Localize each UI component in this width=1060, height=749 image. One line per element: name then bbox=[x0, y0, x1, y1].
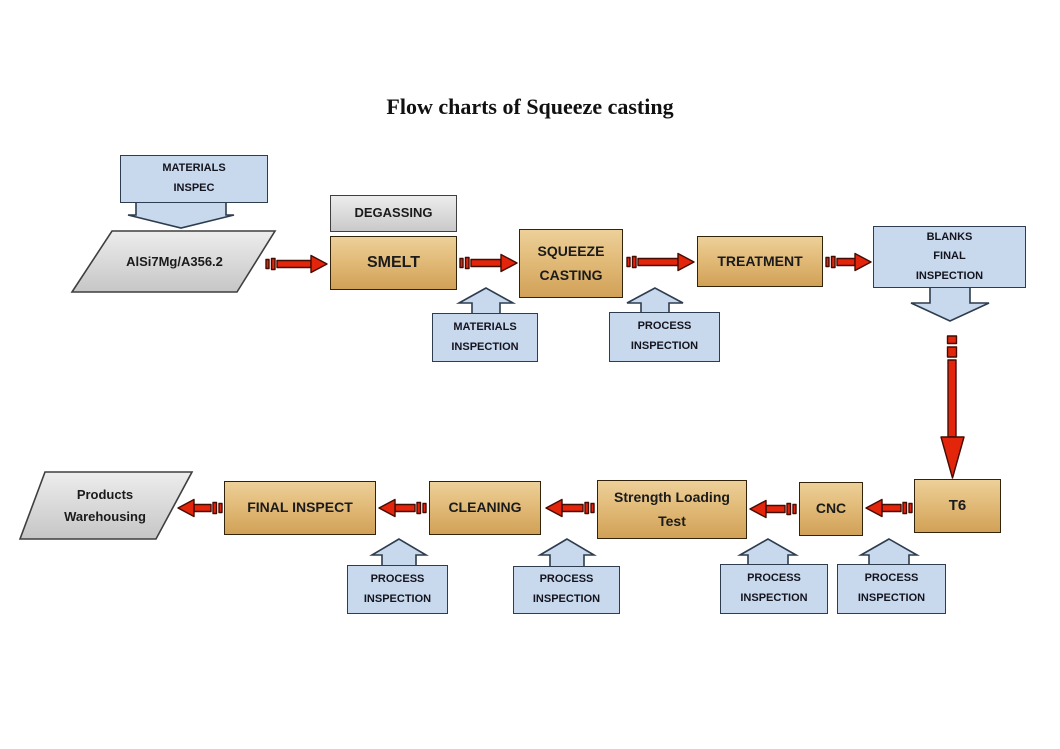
products-warehousing-parallelogram bbox=[18, 471, 194, 540]
inspection-arrow-3 bbox=[736, 538, 800, 566]
materials-inspection-label: MATERIALS INSPECTION bbox=[451, 320, 519, 353]
inspection-arrow-4 bbox=[857, 538, 921, 566]
inspection-arrow-process-top bbox=[626, 287, 684, 314]
process-inspection-1-label: PROCESS INSPECTION bbox=[363, 572, 432, 605]
strength-loading-test-box: Strength Loading Test bbox=[597, 480, 747, 539]
arrow-alloy-to-smelt bbox=[265, 254, 328, 274]
materials-inspec-top-box: MATERIALS INSPEC bbox=[120, 155, 268, 203]
arrow-t6-to-cnc bbox=[865, 498, 913, 518]
process-inspection-3-label: PROCESS INSPECTION bbox=[740, 572, 808, 604]
diagram-title: Flow charts of Squeeze casting bbox=[386, 94, 674, 119]
process-inspection-top-box: PROCESS INSPECTION bbox=[609, 312, 720, 362]
cleaning-box: CLEANING bbox=[429, 481, 541, 535]
process-inspection-2-label: PROCESS INSPECTION bbox=[532, 573, 601, 605]
alsi-alloy-parallelogram bbox=[70, 230, 277, 293]
arrow-cleaning-to-final bbox=[378, 498, 427, 518]
process-inspection-2-box: PROCESS INSPECTION bbox=[513, 566, 620, 614]
strength-loading-test-label: Strength Loading Test bbox=[614, 488, 730, 529]
arrow-strength-to-cleaning bbox=[545, 498, 595, 518]
process-inspection-top-label: PROCESS INSPECTION bbox=[630, 320, 699, 352]
inspection-arrow-materials bbox=[455, 287, 517, 315]
products-warehousing-label: Products Warehousing bbox=[64, 487, 146, 524]
cnc-box: CNC bbox=[799, 482, 863, 536]
arrow-blanks-down bbox=[910, 286, 990, 322]
t6-box: T6 bbox=[914, 479, 1001, 533]
process-inspection-1-box: PROCESS INSPECTION bbox=[347, 565, 448, 614]
cleaning-label: CLEANING bbox=[448, 499, 522, 516]
blanks-final-inspection-label: BLANKS FINAL INSPECTION bbox=[915, 230, 984, 282]
arrow-cnc-to-strength bbox=[749, 499, 797, 519]
treatment-label: TREATMENT bbox=[717, 252, 803, 269]
materials-inspec-top-label: MATERIALS INSPEC bbox=[162, 162, 226, 194]
process-inspection-4-box: PROCESS INSPECTION bbox=[837, 564, 946, 614]
t6-label: T6 bbox=[948, 497, 967, 515]
blanks-final-inspection-box: BLANKS FINAL INSPECTION bbox=[873, 226, 1026, 288]
smelt-box: SMELT bbox=[330, 236, 457, 290]
squeeze-casting-label: SQUEEZE CASTING bbox=[537, 242, 605, 283]
arrow-treatment-to-blanks bbox=[825, 252, 872, 272]
process-inspection-3-box: PROCESS INSPECTION bbox=[720, 564, 828, 614]
final-inspect-box: FINAL INSPECT bbox=[224, 481, 376, 535]
arrow-materials-inspec-down bbox=[127, 201, 235, 229]
materials-inspection-box: MATERIALS INSPECTION bbox=[432, 313, 538, 362]
process-inspection-4-label: PROCESS INSPECTION bbox=[857, 572, 926, 604]
inspection-arrow-1 bbox=[369, 538, 429, 567]
treatment-box: TREATMENT bbox=[697, 236, 823, 287]
arrow-blanks-to-t6 bbox=[940, 335, 965, 479]
cnc-label: CNC bbox=[815, 500, 847, 517]
degassing-label: DEGASSING bbox=[354, 205, 433, 221]
arrow-smelt-to-squeeze bbox=[459, 253, 518, 273]
smelt-label: SMELT bbox=[366, 254, 421, 272]
degassing-box: DEGASSING bbox=[330, 195, 457, 232]
final-inspect-label: FINAL INSPECT bbox=[247, 499, 353, 516]
squeeze-casting-box: SQUEEZE CASTING bbox=[519, 229, 623, 298]
arrow-squeeze-to-treatment bbox=[626, 252, 695, 272]
alsi-alloy-label: AlSi7Mg/A356.2 bbox=[126, 253, 223, 269]
inspection-arrow-2 bbox=[537, 538, 597, 568]
arrow-final-to-warehousing bbox=[177, 498, 223, 518]
